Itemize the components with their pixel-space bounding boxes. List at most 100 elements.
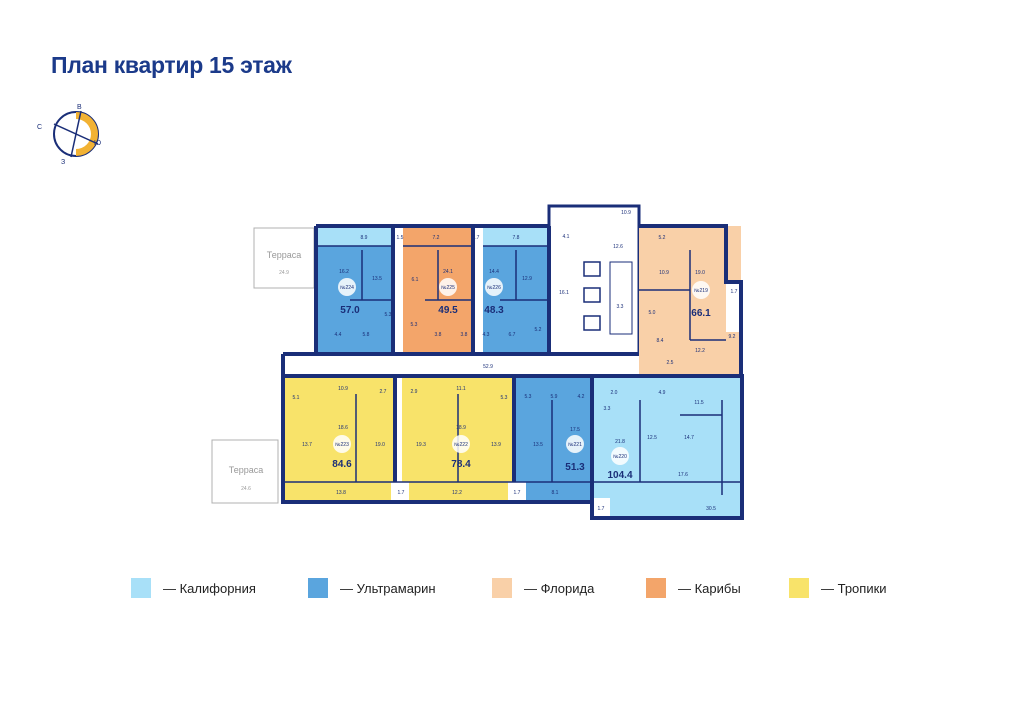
balcony-b4 — [508, 482, 526, 502]
legend-item-ultramarine: — Ультрамарин — [308, 577, 436, 599]
compass-north: С — [37, 124, 42, 131]
page-title: План квартир 15 этаж — [51, 52, 292, 78]
legend-label: — Карибы — [678, 580, 741, 596]
terrace-bottom-label: Терраса — [229, 465, 264, 475]
room-area: 13.7 — [302, 442, 312, 448]
room-area: 5.3 — [525, 394, 532, 400]
room-area: 14.4 — [489, 269, 499, 275]
apartment-225-number: №225 — [441, 285, 455, 291]
legend-swatch — [646, 578, 666, 598]
room-area: 14.7 — [684, 435, 694, 441]
room-area: 19.0 — [375, 442, 385, 448]
room-area: 21.8 — [615, 439, 625, 445]
corridor — [283, 354, 639, 376]
apartment-221-area: 51.3 — [565, 462, 585, 473]
balcony-219 — [726, 282, 741, 332]
legend-swatch — [131, 578, 151, 598]
balcony-b2 — [473, 226, 483, 246]
room-area: 4.1 — [563, 234, 570, 240]
legend-label: — Флорида — [524, 580, 595, 596]
terrace-bottom-area: 24.6 — [241, 486, 251, 492]
room-area: 17.5 — [570, 427, 580, 433]
apartment-224-area: 57.0 — [340, 305, 360, 316]
room-area: 4.9 — [659, 390, 666, 396]
room-area: 9.2 — [729, 334, 736, 340]
legend-swatch — [789, 578, 809, 598]
room-area: 10.9 — [621, 210, 631, 216]
legend-label: — Калифорния — [163, 580, 256, 596]
room-area: 1.7 — [514, 490, 521, 496]
compass-east: В — [77, 104, 82, 111]
room-area: 6.7 — [509, 332, 516, 338]
apartment-225-area: 49.5 — [438, 305, 458, 316]
compass-south: Ю — [94, 140, 101, 147]
room-area: 2.7 — [380, 389, 387, 395]
apartment-220-number: №220 — [613, 454, 627, 460]
room-area: 4.4 — [335, 332, 342, 338]
room-area: 5.0 — [649, 310, 656, 316]
room-area: 12.2 — [452, 490, 462, 496]
room-area: 18.9 — [456, 425, 466, 431]
room-area: 11.1 — [456, 386, 466, 392]
room-area: 13.8 — [336, 490, 346, 496]
room-area: 13.5 — [372, 276, 382, 282]
legend: — Калифорния — Ультрамарин — Флорида — К… — [131, 577, 931, 601]
room-area: 12.5 — [647, 435, 657, 441]
apartment-226-number: №226 — [487, 285, 501, 291]
balcony-226 — [483, 226, 549, 246]
balcony-b5 — [592, 498, 610, 518]
apartment-222-number: №222 — [454, 442, 468, 448]
room-area: 3.3 — [604, 406, 611, 412]
room-area: 5.1 — [293, 395, 300, 401]
balcony-224 — [316, 226, 393, 246]
room-area: 1.7 — [398, 490, 405, 496]
room-area: 8.4 — [657, 338, 664, 344]
room-area: 1.7 — [598, 506, 605, 512]
legend-label: — Ультрамарин — [340, 580, 436, 596]
apartment-226-area: 48.3 — [484, 305, 504, 316]
room-area: 3.3 — [617, 304, 624, 310]
room-area: 2.5 — [667, 360, 674, 366]
room-area: 17.6 — [678, 472, 688, 478]
legend-label: — Тропики — [821, 580, 887, 596]
compass-west: З — [61, 159, 65, 166]
balcony-b1 — [393, 226, 403, 246]
room-area: 24.1 — [443, 269, 453, 275]
room-area: 19.0 — [695, 270, 705, 276]
stairs — [609, 261, 633, 335]
elevator-1 — [583, 261, 601, 277]
apartment-221-number: №221 — [568, 442, 582, 448]
room-area: 5.2 — [659, 235, 666, 241]
room-area: 30.5 — [706, 506, 716, 512]
room-area: 4.3 — [483, 332, 490, 338]
legend-item-caribbean: — Карибы — [646, 577, 741, 599]
apartment-219-area: 66.1 — [691, 308, 711, 319]
elevator-2 — [583, 287, 601, 303]
room-area: 5.3 — [501, 395, 508, 401]
room-area: 4.2 — [578, 394, 585, 400]
apartment-224-number: №224 — [340, 285, 354, 291]
room-area: 7.2 — [433, 235, 440, 241]
apartment-220-area: 104.4 — [607, 470, 632, 481]
room-area: 5.9 — [551, 394, 558, 400]
room-area: 2.0 — [611, 390, 618, 396]
room-area: 18.6 — [338, 425, 348, 431]
room-area: 1.7 — [473, 235, 480, 241]
room-area: 5.3 — [385, 312, 392, 318]
room-area: 10.9 — [338, 386, 348, 392]
apartment-219-number: №219 — [694, 288, 708, 294]
room-area: 52.9 — [483, 364, 493, 370]
room-area: 8.1 — [552, 490, 559, 496]
apartment-220 — [592, 378, 742, 518]
room-area: 11.5 — [694, 400, 704, 406]
room-area: 12.6 — [613, 244, 623, 250]
terrace-bottom — [211, 439, 279, 504]
balcony-b3 — [391, 482, 409, 502]
room-area: 10.9 — [659, 270, 669, 276]
room-area: 7.8 — [513, 235, 520, 241]
room-area: 1.5 — [397, 235, 404, 241]
terrace-top-area: 24.9 — [279, 270, 289, 276]
room-area: 1.7 — [731, 289, 738, 295]
terrace-top-label: Терраса — [267, 250, 302, 260]
room-area: 16.1 — [559, 290, 569, 296]
